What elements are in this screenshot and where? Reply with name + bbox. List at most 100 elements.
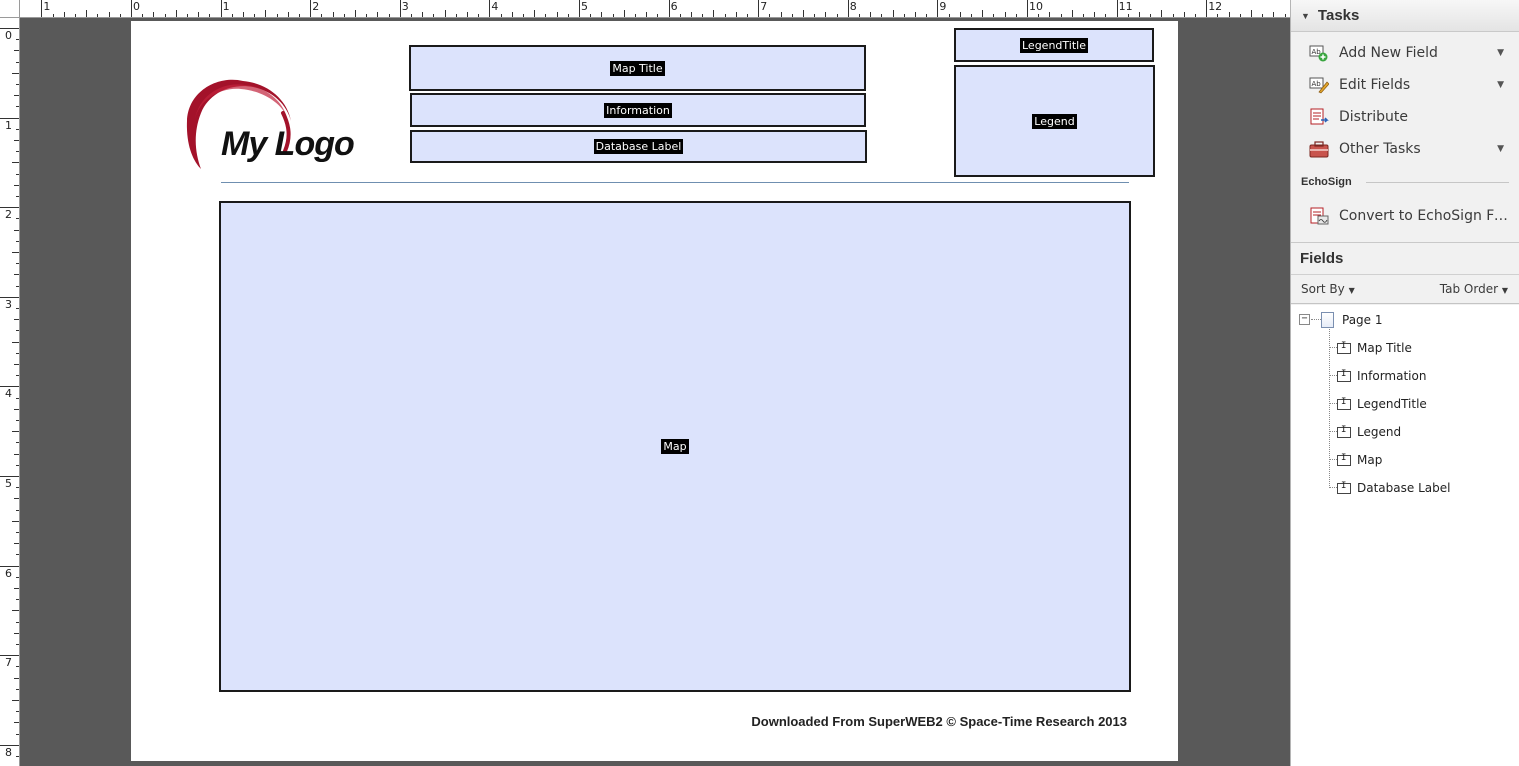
- legend-field-label: Legend: [1032, 113, 1077, 129]
- collapse-triangle-icon[interactable]: ▼: [1301, 10, 1310, 21]
- footer-credit: Downloaded From SuperWEB2 © Space-Time R…: [751, 714, 1127, 729]
- ruler-tick: [1172, 14, 1174, 17]
- ruler-tick: [399, 0, 401, 17]
- ruler-number: 2: [5, 208, 12, 222]
- ruler-tick: [299, 14, 300, 17]
- sort-by-dropdown[interactable]: Sort By ▼: [1301, 282, 1355, 296]
- tree-field-item[interactable]: Map: [1337, 451, 1382, 469]
- tree-field-item[interactable]: LegendTitle: [1337, 395, 1427, 413]
- ruler-tick: [0, 386, 19, 388]
- ruler-tick: [814, 14, 816, 17]
- tree-field-item[interactable]: Information: [1337, 367, 1426, 385]
- ruler-tick: [478, 14, 480, 17]
- map-field[interactable]: Map: [219, 201, 1131, 692]
- ruler-tick: [310, 0, 312, 17]
- text-field-icon: [1337, 341, 1351, 354]
- ruler-tick: [455, 14, 457, 17]
- convert-to-echosign-button[interactable]: Convert to EchoSign Fo...: [1309, 204, 1514, 228]
- tree-field-item[interactable]: Database Label: [1337, 479, 1450, 497]
- ruler-tick: [14, 140, 19, 141]
- ruler-tick: [0, 565, 19, 567]
- tree-field-label: LegendTitle: [1357, 397, 1427, 411]
- ruler-tick: [86, 10, 88, 17]
- ruler-tick: [713, 10, 715, 17]
- ruler-tick: [16, 576, 19, 578]
- text-field-icon: [1337, 481, 1351, 494]
- ruler-tick: [1116, 0, 1118, 17]
- chevron-down-icon: ▼: [1501, 286, 1508, 295]
- ruler-tick: [16, 308, 19, 309]
- chevron-down-icon: ▼: [1348, 286, 1355, 295]
- tree-field-item[interactable]: Legend: [1337, 423, 1401, 441]
- document-page: My Logo Map Title Information Database L…: [131, 21, 1178, 761]
- ruler-tick: [0, 296, 19, 298]
- tree-connector: [1329, 403, 1337, 404]
- information-field[interactable]: Information: [410, 93, 866, 127]
- svg-text:Ab: Ab: [1312, 48, 1322, 56]
- ruler-tick: [1083, 14, 1084, 17]
- ruler-tick: [791, 14, 793, 17]
- tree-field-label: Database Label: [1357, 481, 1451, 495]
- ruler-tick: [153, 12, 155, 17]
- ruler-tick: [12, 610, 19, 612]
- ruler-tick: [14, 543, 19, 545]
- distribute-button[interactable]: Distribute: [1309, 105, 1514, 129]
- chevron-down-icon[interactable]: ▼: [1497, 144, 1504, 154]
- ruler-tick: [1273, 12, 1275, 17]
- ruler-number: 0: [133, 0, 140, 13]
- ruler-tick: [926, 14, 928, 17]
- ruler-tick: [937, 0, 939, 17]
- map-title-field[interactable]: Map Title: [409, 45, 866, 91]
- tab-order-dropdown[interactable]: Tab Order ▼: [1440, 282, 1508, 296]
- ruler-tick: [1027, 0, 1028, 17]
- ruler-tick: [433, 14, 435, 17]
- ruler-tick: [119, 14, 121, 17]
- tasks-title: Tasks: [1317, 7, 1360, 24]
- tree-connector: [1329, 375, 1337, 376]
- ruler-tick: [16, 666, 19, 668]
- ruler-tick: [343, 14, 345, 17]
- tree-page-node[interactable]: Page 1: [1321, 311, 1383, 329]
- ruler-tick: [355, 10, 356, 17]
- ruler-number: 2: [312, 0, 320, 13]
- ruler-tick: [959, 12, 961, 17]
- add-new-field-label: Add New Field: [1339, 45, 1438, 61]
- add-field-icon: Ab: [1309, 44, 1329, 62]
- ruler-tick: [175, 10, 177, 17]
- ruler-tick: [16, 644, 19, 645]
- tree-connector: [1329, 329, 1330, 488]
- tree-field-item[interactable]: Map Title: [1337, 339, 1412, 357]
- tasks-panel: ▼ Tasks Ab Add New Field ▼ Ab Edit Field…: [1290, 0, 1519, 766]
- ruler-tick: [780, 12, 782, 17]
- edit-fields-button[interactable]: Ab Edit Fields ▼: [1309, 73, 1514, 97]
- edit-fields-label: Edit Fields: [1339, 77, 1411, 93]
- add-new-field-button[interactable]: Ab Add New Field ▼: [1309, 41, 1514, 65]
- legend-field[interactable]: Legend: [954, 65, 1155, 177]
- ruler-tick: [679, 14, 681, 17]
- ruler-tick: [1262, 14, 1264, 17]
- database-label-field-label: Database Label: [593, 139, 684, 154]
- legend-title-field[interactable]: LegendTitle: [954, 28, 1154, 62]
- fields-title: Fields: [1300, 250, 1344, 267]
- ruler-tick: [254, 14, 256, 17]
- tree-collapse-icon[interactable]: −: [1299, 314, 1310, 325]
- ruler-tick: [243, 12, 244, 17]
- other-tasks-button[interactable]: Other Tasks ▼: [1309, 137, 1514, 161]
- tree-connector: [1329, 431, 1337, 432]
- tasks-header[interactable]: ▼ Tasks: [1291, 0, 1519, 32]
- ruler-tick: [16, 599, 19, 601]
- text-field-icon: [1337, 425, 1351, 438]
- echosign-section-title: EchoSign: [1301, 176, 1352, 188]
- chevron-down-icon[interactable]: ▼: [1497, 80, 1504, 90]
- ruler-tick: [691, 12, 692, 17]
- ruler-tick: [590, 14, 592, 17]
- ruler-tick: [16, 756, 19, 757]
- database-label-field[interactable]: Database Label: [410, 130, 867, 163]
- tree-field-label: Map Title: [1357, 341, 1412, 355]
- section-divider: [1366, 182, 1509, 183]
- ruler-tick: [1239, 14, 1241, 17]
- chevron-down-icon[interactable]: ▼: [1497, 48, 1504, 58]
- logo-text: My Logo: [221, 125, 355, 163]
